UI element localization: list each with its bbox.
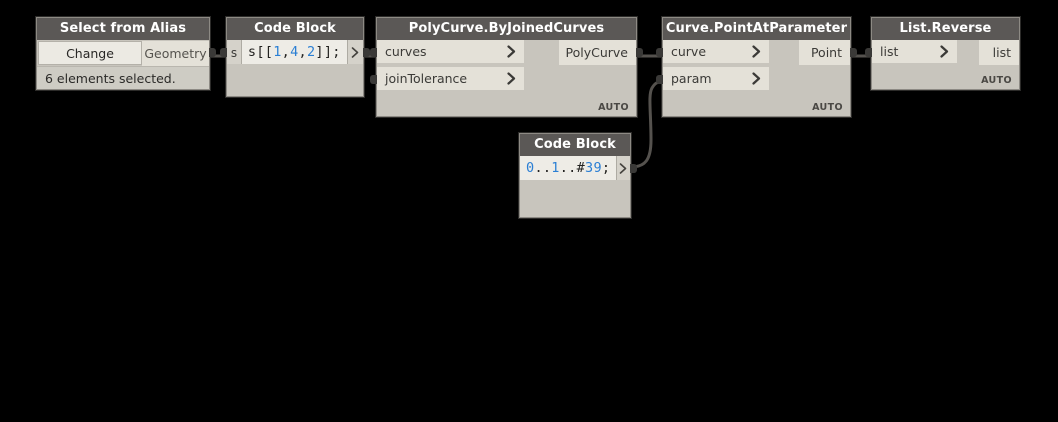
input-port-curves[interactable]: curves (377, 40, 524, 65)
chevron-right-icon (506, 72, 517, 85)
node-code-block-1[interactable]: Code Block s s[[1,4,2]]; (220, 17, 370, 97)
input-port-list[interactable]: list (872, 40, 957, 65)
run-mode-badge-polycurve: AUTO (598, 102, 629, 113)
node-title-select-from-alias: Select from Alias (37, 18, 209, 40)
chevron-right-icon (506, 45, 517, 58)
output-port-point-label: Point (810, 45, 842, 60)
input-port-param[interactable]: param (663, 67, 769, 92)
output-nub-geometry[interactable] (209, 48, 216, 57)
input-port-curves-label: curves (385, 44, 427, 59)
node-body-select-from-alias: Change Geometry 6 elements selected. (37, 40, 216, 89)
chevron-right-icon (619, 162, 627, 174)
input-nub-s[interactable] (220, 48, 227, 57)
chevron-right-icon (751, 45, 762, 58)
input-port-curve[interactable]: curve (663, 40, 769, 65)
run-mode-badge-curve-pointatparameter: AUTO (812, 102, 843, 113)
output-port-codeblock-2[interactable] (616, 156, 630, 180)
output-port-geometry[interactable]: Geometry (142, 41, 209, 66)
node-select-from-alias[interactable]: Select from Alias Change Geometry 6 elem… (36, 17, 216, 90)
code-block-1-code[interactable]: s[[1,4,2]]; (241, 40, 347, 64)
output-port-list-label: list (992, 45, 1011, 60)
selection-status-text: 6 elements selected. (37, 66, 209, 89)
node-body-curve-pointatparameter: curve param Point (656, 40, 857, 116)
code-block-2-empty-area (520, 180, 630, 217)
code-block-2-row: 0..1..#39; (520, 156, 637, 180)
output-nub-polycurve[interactable] (636, 48, 643, 57)
node-list-reverse[interactable]: List.Reverse list list AUTO (865, 17, 1020, 90)
node-body-polycurve-byjoinedcurves: curves joinTolerance PolyCurv (370, 40, 643, 116)
node-body-code-block-2: 0..1..#39; (520, 156, 637, 217)
node-polycurve-byjoinedcurves[interactable]: PolyCurve.ByJoinedCurves curves joinTole… (370, 17, 643, 117)
change-button[interactable]: Change (38, 41, 142, 65)
node-body-list-reverse: list list AUTO (865, 40, 1019, 89)
output-port-list[interactable]: list (979, 40, 1019, 65)
node-curve-pointatparameter[interactable]: Curve.PointAtParameter curve param (656, 17, 857, 117)
node-title-code-block-1: Code Block (227, 18, 363, 40)
input-nub-jointolerance[interactable] (370, 75, 377, 84)
input-nub-curves[interactable] (370, 48, 377, 57)
chevron-right-icon (351, 46, 359, 58)
input-port-jointolerance[interactable]: joinTolerance (377, 67, 524, 92)
input-nub-param[interactable] (656, 75, 663, 84)
output-nub-point[interactable] (850, 48, 857, 57)
input-port-list-label: list (880, 44, 899, 59)
output-nub-codeblock-1[interactable] (363, 48, 370, 57)
node-title-curve-pointatparameter: Curve.PointAtParameter (663, 18, 850, 40)
input-port-s[interactable]: s (227, 40, 242, 64)
input-nub-list[interactable] (865, 48, 872, 57)
node-body-code-block-1: s s[[1,4,2]]; (220, 40, 370, 96)
input-port-curve-label: curve (671, 44, 707, 59)
output-port-polycurve[interactable]: PolyCurve (559, 40, 636, 65)
code-block-1-empty-area (227, 64, 363, 96)
output-port-codeblock-1[interactable] (346, 40, 363, 64)
node-title-code-block-2: Code Block (520, 134, 630, 156)
output-nub-codeblock-2[interactable] (630, 164, 637, 173)
node-title-list-reverse: List.Reverse (872, 18, 1019, 40)
code-block-2-code[interactable]: 0..1..#39; (520, 156, 617, 180)
node-code-block-2[interactable]: Code Block 0..1..#39; (519, 133, 637, 218)
output-port-polycurve-label: PolyCurve (565, 45, 629, 60)
code-block-1-row: s s[[1,4,2]]; (220, 40, 370, 64)
run-mode-badge-list-reverse: AUTO (981, 75, 1012, 86)
chevron-right-icon (939, 45, 950, 58)
node-title-polycurve-byjoinedcurves: PolyCurve.ByJoinedCurves (377, 18, 636, 40)
output-port-point[interactable]: Point (799, 40, 850, 65)
input-nub-curve[interactable] (656, 48, 663, 57)
input-port-param-label: param (671, 71, 712, 86)
select-from-alias-controls-row: Change Geometry (37, 40, 216, 66)
input-port-jointolerance-label: joinTolerance (385, 71, 468, 86)
chevron-right-icon (751, 72, 762, 85)
